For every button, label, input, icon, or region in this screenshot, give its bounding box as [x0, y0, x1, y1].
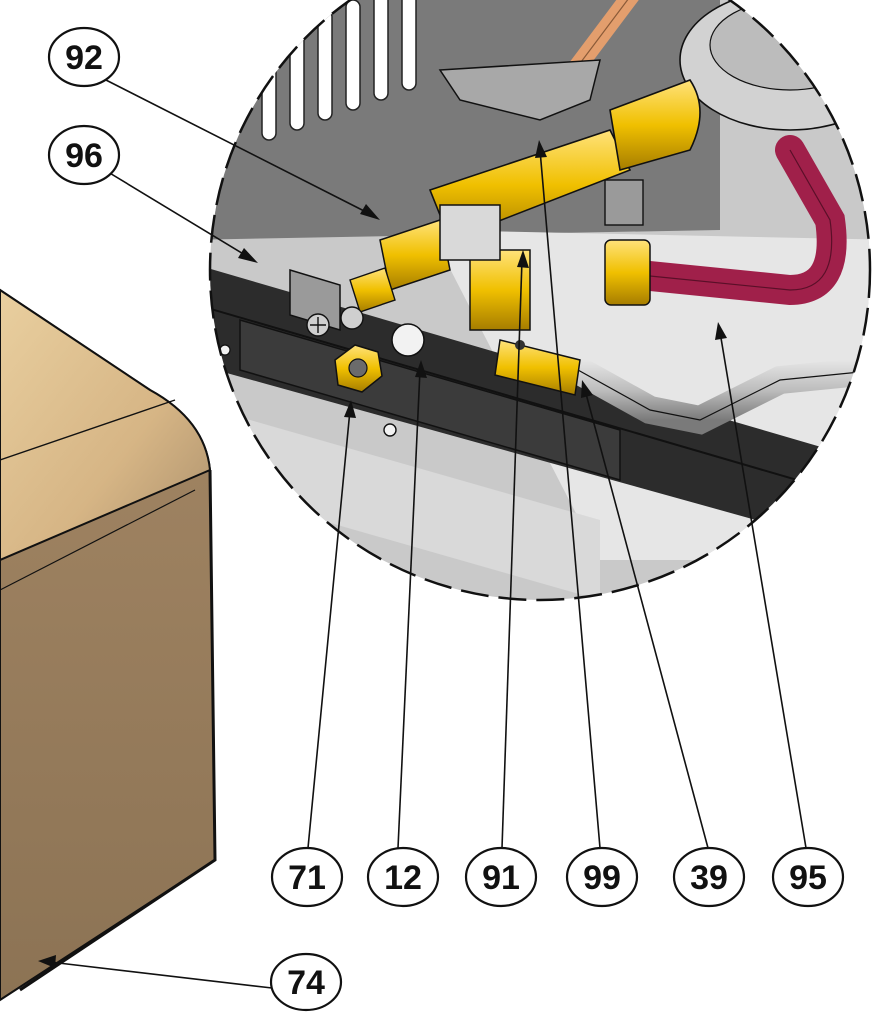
leader-95 — [719, 331, 807, 849]
arrow-96 — [238, 248, 258, 263]
callout-12: 12 — [366, 846, 440, 908]
callout-label-74: 74 — [287, 964, 325, 1002]
callout-99: 99 — [565, 846, 639, 908]
leader-96 — [107, 171, 251, 259]
leader-91 — [501, 259, 523, 849]
housing-cover — [0, 288, 217, 1002]
callout-label-91: 91 — [482, 859, 520, 897]
callout-label-92: 92 — [65, 39, 103, 77]
arrow-95 — [715, 322, 727, 340]
arrow-39 — [581, 380, 593, 398]
callout-74: 74 — [269, 952, 343, 1012]
callout-label-12: 12 — [384, 859, 422, 897]
detail-view — [208, 0, 872, 602]
arrow-71 — [344, 400, 356, 418]
callout-95: 95 — [771, 846, 845, 908]
arrow-99 — [535, 140, 547, 158]
callout-71: 71 — [270, 846, 344, 908]
gas-valve — [349, 79, 701, 396]
callout-91: 91 — [464, 846, 538, 908]
leader-39 — [584, 389, 709, 849]
callout-label-96: 96 — [65, 137, 103, 175]
arrow-92 — [360, 204, 380, 220]
leader-74 — [49, 961, 273, 989]
arrow-74 — [38, 955, 56, 968]
callout-label-71: 71 — [288, 859, 326, 897]
arrow-91 — [517, 250, 529, 268]
vent-slots — [261, 0, 417, 141]
callout-label-99: 99 — [583, 859, 621, 897]
callout-96: 96 — [47, 124, 121, 186]
callout-label-95: 95 — [789, 859, 827, 897]
leader-12 — [397, 369, 421, 849]
callout-label-39: 39 — [690, 859, 728, 897]
callout-39: 39 — [672, 846, 746, 908]
leader-99 — [539, 149, 601, 849]
arrow-12 — [415, 360, 427, 378]
callout-92: 92 — [47, 26, 121, 88]
leader-71 — [307, 409, 351, 849]
leader-lines — [38, 77, 807, 989]
leader-92 — [101, 77, 373, 216]
mounting-hardware — [219, 306, 425, 437]
